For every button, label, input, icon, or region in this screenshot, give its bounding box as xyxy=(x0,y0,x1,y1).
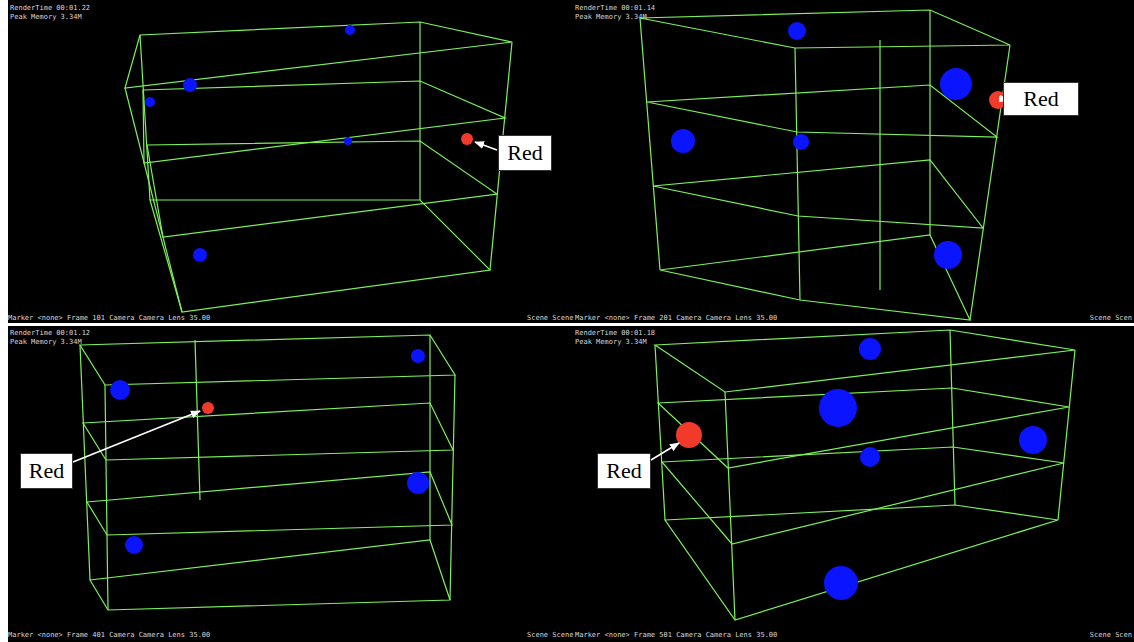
leader-arrow xyxy=(73,99,1008,462)
render-info-text: Marker <none> Frame 101 Camera Camera Le… xyxy=(8,315,210,322)
callout-box: Red xyxy=(20,453,73,489)
callout-label: Red xyxy=(507,142,542,164)
render-info-text: Peak Memory 3.34M xyxy=(575,339,647,346)
callout-box: Red xyxy=(498,135,552,171)
render-info-text: Scene Scene xyxy=(527,632,573,639)
callout-box: Red xyxy=(1003,82,1079,116)
callout-label: Red xyxy=(606,460,641,482)
render-info-text: Scene Scen xyxy=(1090,632,1132,639)
callout-label: Red xyxy=(29,460,64,482)
render-info-text: Marker <none> Frame 201 Camera Camera Le… xyxy=(575,315,777,322)
render-info-text: RenderTime 00:01.12 xyxy=(10,330,90,337)
red-sphere xyxy=(202,91,1007,448)
wireframe-box xyxy=(80,10,1075,620)
render-info-text: Scene Scen xyxy=(1090,315,1132,322)
render-info-text: RenderTime 00:01.22 xyxy=(10,5,90,12)
render-panel xyxy=(568,0,1134,323)
render-info-text: Scene Scene xyxy=(527,315,573,322)
render-panel xyxy=(8,326,568,642)
render-panel xyxy=(568,326,1134,642)
render-info-text: Peak Memory 3.34M xyxy=(10,14,82,21)
render-info-text: Peak Memory 3.34M xyxy=(10,339,82,346)
callout-label: Red xyxy=(1023,88,1058,110)
render-panel xyxy=(8,0,568,323)
blue-sphere xyxy=(110,22,1047,600)
render-info-text: RenderTime 00:01.14 xyxy=(575,5,655,12)
render-info-text: Marker <none> Frame 401 Camera Camera Le… xyxy=(8,632,210,639)
render-info-text: Peak Memory 3.34M xyxy=(575,14,647,21)
render-info-text: RenderTime 00:01.18 xyxy=(575,330,655,337)
callout-box: Red xyxy=(597,453,651,489)
render-info-text: Marker <none> Frame 501 Camera Camera Le… xyxy=(575,632,777,639)
